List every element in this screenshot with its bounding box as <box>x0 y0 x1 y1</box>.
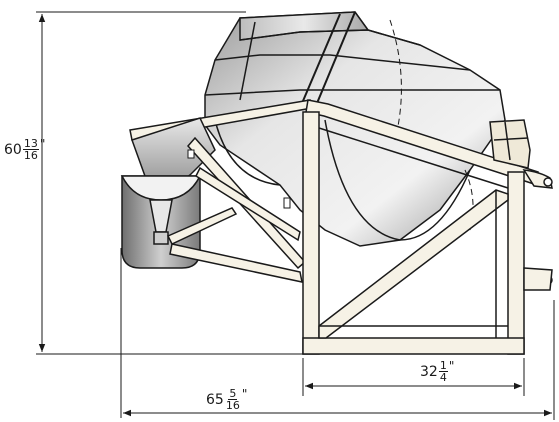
frame-width-denominator: 4 <box>439 371 447 384</box>
overall-length-fraction: 5 16 <box>225 388 241 411</box>
overall-length-numerator: 5 <box>228 387 238 400</box>
height-numerator: 13 <box>22 137 39 150</box>
extension-lines <box>36 11 555 420</box>
bolt-details <box>187 149 291 209</box>
frame-width-dimension-label: 32 1 4 " <box>420 360 454 383</box>
support-arm <box>166 136 307 283</box>
frame-width-unit: " <box>448 359 455 373</box>
stand-frame <box>302 99 539 355</box>
frame-width-fraction: 1 4 <box>438 359 448 384</box>
gearbox <box>489 119 553 291</box>
height-denominator: 16 <box>23 149 38 162</box>
mixer-drum <box>204 11 506 247</box>
height-dimension-label: 60 13 16 " <box>4 138 45 161</box>
overall-length-whole: 65 <box>206 391 224 408</box>
height-unit: " <box>39 137 46 151</box>
frame-width-whole: 32 <box>420 363 438 380</box>
overall-length-unit: " <box>241 387 248 401</box>
height-fraction: 13 16 <box>22 137 39 162</box>
overall-length-denominator: 16 <box>225 399 240 412</box>
overall-length-dimension-label: 65 5 16 " <box>206 388 247 411</box>
frame-width-numerator: 1 <box>438 359 448 372</box>
height-whole: 60 <box>4 141 22 158</box>
